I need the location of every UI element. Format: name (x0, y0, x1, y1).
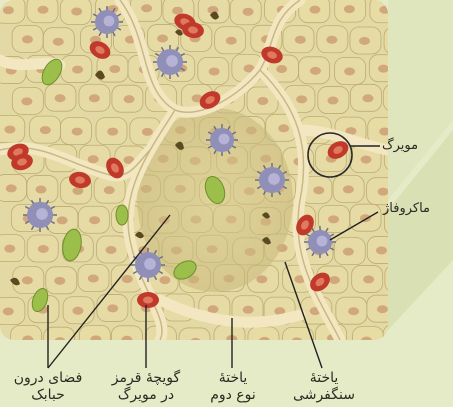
alveolar-cell-icon (97, 236, 128, 263)
type2-cell-label: یاختهٔ نوع دوم (200, 370, 266, 404)
alveolar-cell-icon (30, 116, 61, 143)
alveolar-cell-icon (198, 57, 229, 84)
alveolar-cell-icon (248, 327, 279, 354)
alveolar-cell-icon (0, 235, 25, 262)
alveolar-cell-icon (350, 204, 381, 231)
red-blood-cell-icon (137, 292, 159, 308)
alveolar-cell-icon (333, 175, 364, 202)
alveolar-cell-icon (27, 235, 58, 262)
alveolar-cell-icon (43, 28, 74, 55)
type2-cell-icon (116, 205, 128, 225)
alveolar-cell-icon (334, 238, 365, 265)
alveolar-cell-icon (299, 57, 330, 84)
alveolar-cell-icon (230, 0, 261, 25)
alveolar-cell-icon (350, 84, 381, 111)
alveolar-cell-icon (27, 176, 58, 203)
alveolar-cell-icon (317, 26, 348, 53)
alveolar-cell-icon (12, 87, 43, 114)
alveolar-cell-icon (283, 26, 314, 53)
alveolar-cell-icon (78, 206, 109, 233)
alveolar-cell-icon (79, 325, 110, 352)
alveolar-tissue (0, 0, 452, 385)
alveolar-cell-icon (352, 327, 383, 354)
alveolar-cell-icon (319, 205, 350, 232)
alveolar-cell-icon (27, 0, 58, 23)
alveolar-cell-icon (46, 267, 77, 294)
alveolar-cell-icon (214, 325, 245, 352)
alveolar-cell-icon (179, 328, 210, 355)
capillary-label: مویرگ (382, 137, 418, 154)
alveolar-cell-icon (45, 84, 76, 111)
alveolar-cell-icon (111, 326, 142, 353)
squamous-cell-label: یاختهٔ سنگفرشی (286, 370, 362, 404)
alveolar-cell-icon (350, 27, 381, 54)
alveolar-cell-icon (0, 116, 25, 143)
alveolar-cell-icon (63, 297, 94, 324)
alveolar-cell-icon (60, 118, 91, 145)
alveolar-cell-icon (0, 174, 27, 201)
alveolar-cell-icon (97, 294, 128, 321)
alveolar-cell-icon (96, 118, 127, 145)
alveolar-cell-icon (352, 265, 383, 292)
rbc-in-capillary-label: گویچهٔ قرمز در مویرگ (98, 370, 194, 404)
alveolar-cell-icon (0, 0, 25, 23)
alveolar-cell-icon (79, 84, 110, 111)
alveolar-space-label: فضای درون حبابک (6, 370, 90, 404)
macrophage-label: ماکروفاژ (383, 200, 430, 217)
alveolar-cell-icon (78, 264, 109, 291)
alveolar-cell-icon (215, 27, 246, 54)
alveolar-cell-icon (60, 0, 91, 25)
alveolar-cell-icon (11, 326, 42, 353)
alveolar-cell-icon (0, 297, 25, 324)
alveolar-cell-icon (12, 25, 43, 52)
alveolar-cell-icon (335, 57, 366, 84)
alveolar-cell-icon (404, 354, 435, 381)
alveolar-cell-icon (198, 0, 229, 23)
alveolar-cell-icon (61, 56, 92, 83)
alveolar-cell-icon (336, 297, 367, 324)
alveolar-cell-icon (383, 325, 414, 352)
alveolar-cell-icon (335, 0, 366, 22)
alveolar-cell-icon (421, 324, 452, 351)
alveolar-cell-icon (367, 355, 398, 382)
alveolar-cell-icon (148, 25, 179, 52)
alveolar-cell-icon (112, 85, 143, 112)
alveolar-cell-icon (318, 87, 349, 114)
